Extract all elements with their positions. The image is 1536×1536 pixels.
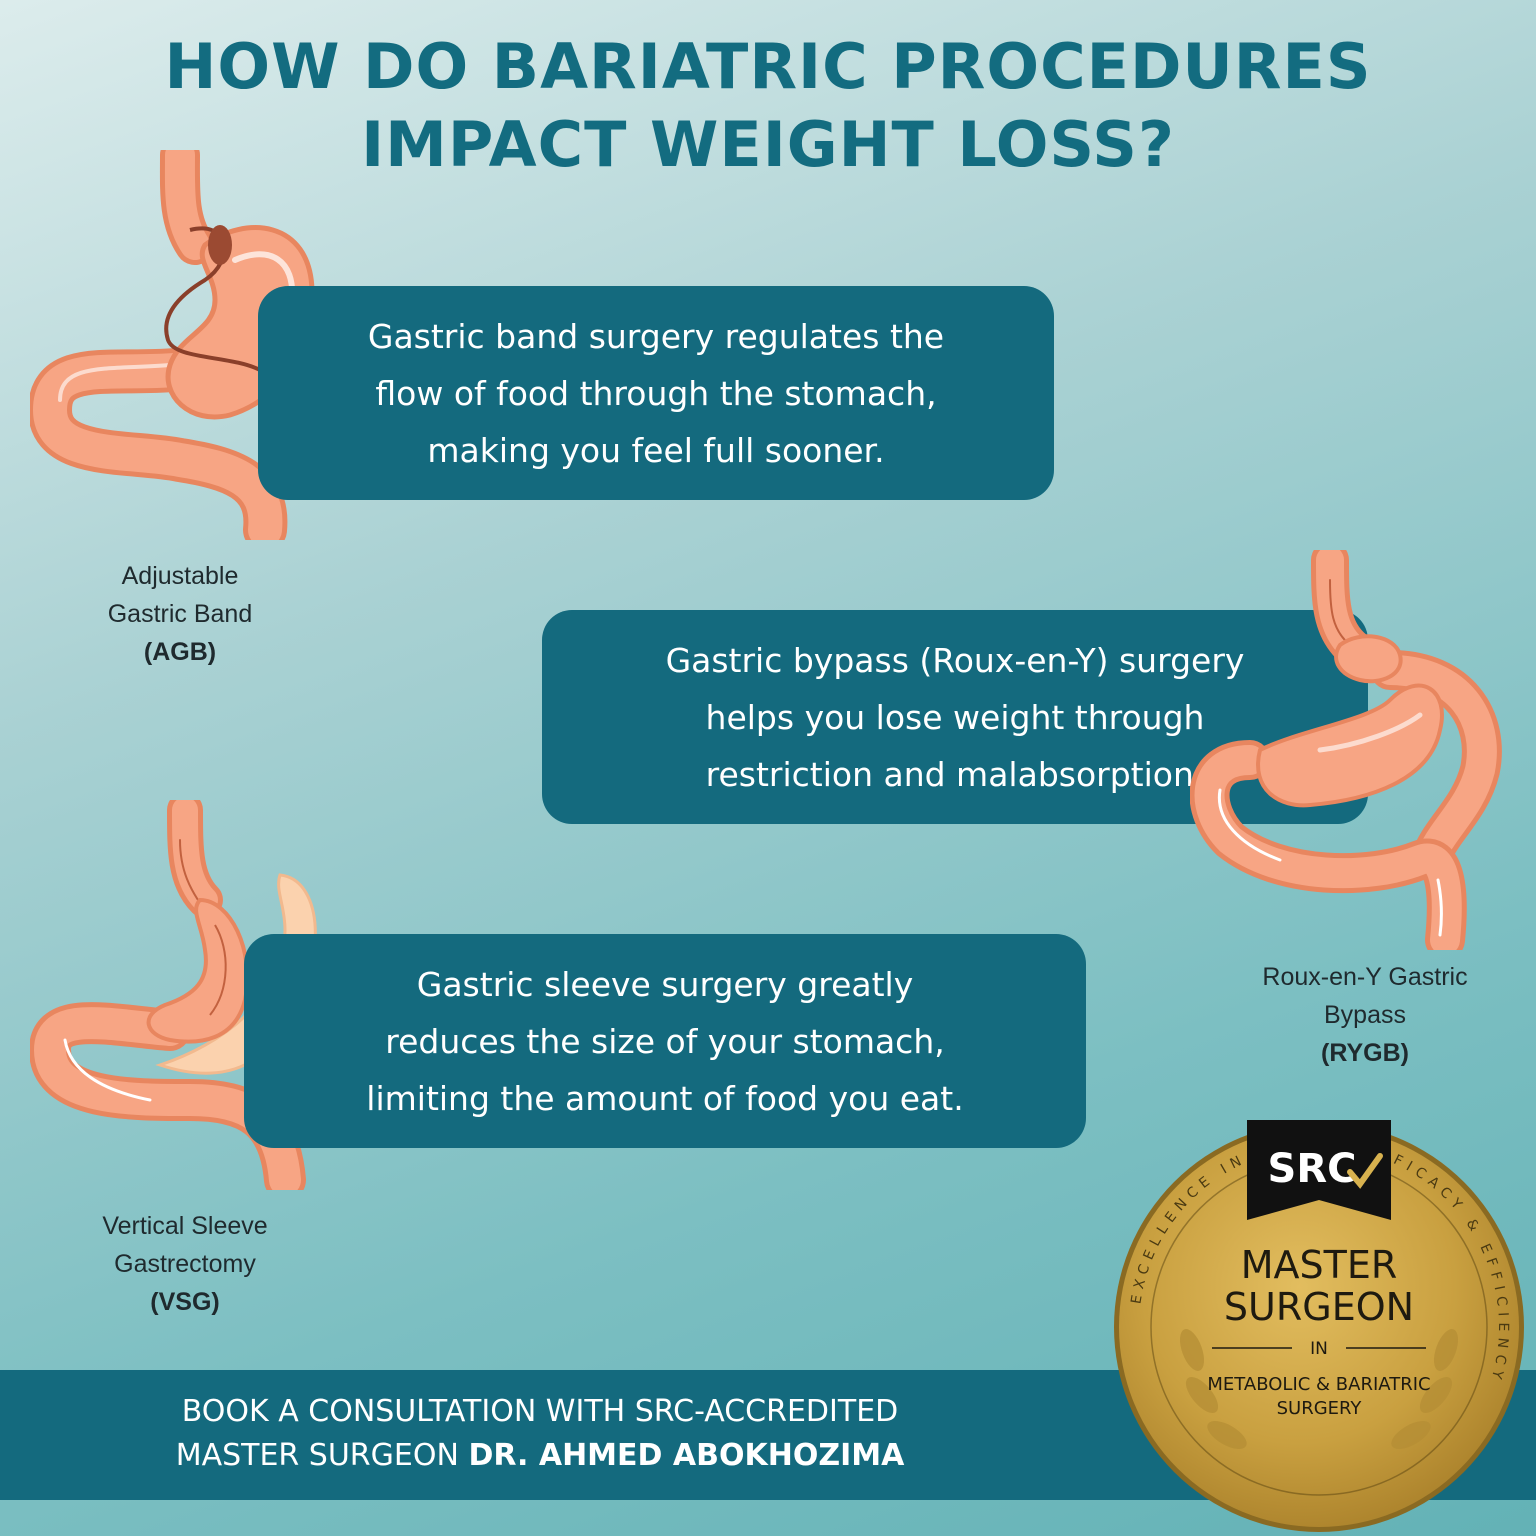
gastric-bypass-label: Roux-en-Y Gastric Bypass (RYGB) bbox=[1220, 958, 1510, 1072]
card-line: limiting the amount of food you eat. bbox=[366, 1078, 964, 1118]
label-line-2: Bypass (RYGB) bbox=[1220, 996, 1510, 1072]
card-line: Gastric band surgery regulates the bbox=[367, 316, 945, 356]
footer-line-1: BOOK A CONSULTATION WITH SRC-ACCREDITED bbox=[181, 1394, 899, 1429]
badge-title-1: MASTER bbox=[1241, 1243, 1398, 1287]
card-line: restriction and malabsorption. bbox=[705, 754, 1205, 794]
footer-prefix: MASTER SURGEON bbox=[175, 1438, 459, 1473]
label-name: Gastric Band bbox=[107, 600, 253, 628]
badge-sub-1: METABOLIC & BARIATRIC bbox=[1207, 1374, 1430, 1395]
label-line-1: Roux-en-Y Gastric bbox=[1262, 963, 1468, 991]
surgeon-name: DR. AHMED ABOKHOZIMA bbox=[468, 1438, 905, 1473]
card-line: reduces the size of your stomach, bbox=[385, 1021, 945, 1061]
gastric-bypass-card: Gastric bypass (Roux-en-Y) surgery helps… bbox=[542, 610, 1368, 824]
label-line-2: Gastrectomy (VSG) bbox=[30, 1245, 340, 1321]
page-title: HOW DO BARIATRIC PROCEDURES IMPACT WEIGH… bbox=[0, 28, 1536, 184]
label-abbr: (RYGB) bbox=[1321, 1039, 1409, 1067]
master-surgeon-badge: EXCELLENCE IN SAFETY, EFFICACY & EFFICIE… bbox=[1114, 1120, 1524, 1532]
card-line: flow of food through the stomach, bbox=[375, 373, 937, 413]
label-line-2: Gastric Band (AGB) bbox=[30, 595, 330, 671]
title-line-2: IMPACT WEIGHT LOSS? bbox=[361, 108, 1175, 181]
gastric-band-card: Gastric band surgery regulates the flow … bbox=[258, 286, 1054, 500]
badge-logo: SRC bbox=[1268, 1146, 1357, 1192]
card-line: helps you lose weight through bbox=[705, 697, 1205, 737]
title-line-1: HOW DO BARIATRIC PROCEDURES bbox=[164, 30, 1372, 103]
badge-in: IN bbox=[1310, 1339, 1328, 1359]
label-name: Bypass bbox=[1324, 1001, 1406, 1029]
card-line: Gastric bypass (Roux-en-Y) surgery bbox=[665, 640, 1245, 680]
card-line: Gastric sleeve surgery greatly bbox=[416, 964, 914, 1004]
label-name: Gastrectomy bbox=[114, 1250, 256, 1278]
card-line: making you feel full sooner. bbox=[427, 430, 885, 470]
label-line-1: Vertical Sleeve bbox=[102, 1212, 268, 1240]
gastric-sleeve-label: Vertical Sleeve Gastrectomy (VSG) bbox=[30, 1207, 340, 1321]
gastric-bypass-illustration bbox=[1190, 550, 1502, 950]
gastric-sleeve-illustration bbox=[30, 800, 317, 1190]
footer-cta: BOOK A CONSULTATION WITH SRC-ACCREDITED … bbox=[40, 1390, 1040, 1478]
badge-sub-2: SURGERY bbox=[1277, 1398, 1363, 1419]
label-abbr: (VSG) bbox=[150, 1288, 220, 1316]
gastric-sleeve-card: Gastric sleeve surgery greatly reduces t… bbox=[244, 934, 1086, 1148]
label-line-1: Adjustable bbox=[121, 562, 239, 590]
gastric-band-label: Adjustable Gastric Band (AGB) bbox=[30, 557, 330, 671]
badge-title-2: SURGEON bbox=[1224, 1285, 1414, 1329]
label-abbr: (AGB) bbox=[143, 638, 217, 666]
footer-line-2: MASTER SURGEON DR. AHMED ABOKHOZIMA bbox=[40, 1434, 1040, 1478]
